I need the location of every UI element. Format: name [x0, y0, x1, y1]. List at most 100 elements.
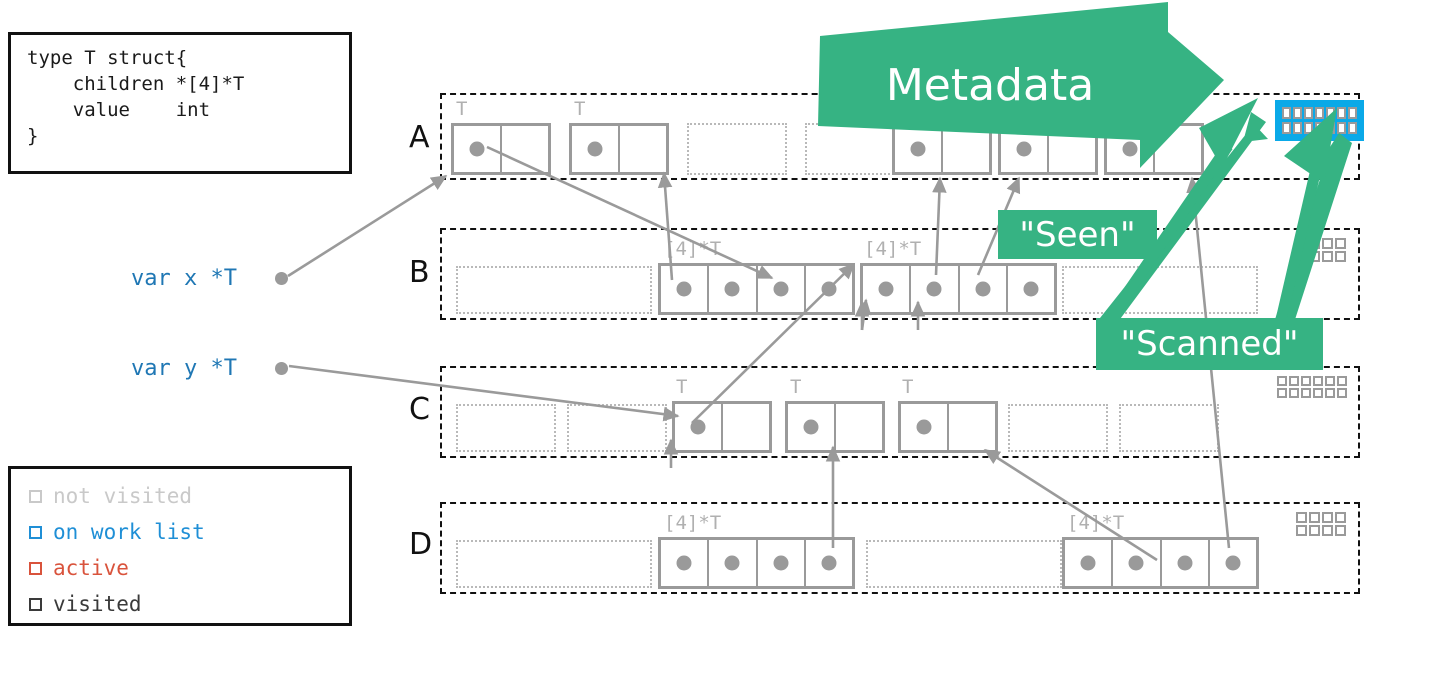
- row-b-type-label-1: [4]*T: [664, 238, 722, 260]
- metadata-cell: [1322, 251, 1333, 262]
- metadata-cell: [1301, 376, 1311, 386]
- array-b2-slot-3: [803, 266, 852, 312]
- metadata-cell: [1325, 388, 1335, 398]
- metadata-cell: [1313, 376, 1323, 386]
- array-d2[interactable]: [658, 537, 855, 589]
- object-c5[interactable]: [898, 401, 998, 453]
- variable-y-pointer-dot: [275, 362, 288, 375]
- metadata-grid-b-row2: [1296, 251, 1346, 262]
- metadata-grid-d[interactable]: [1296, 512, 1346, 536]
- type-definition-code: type T struct{ children *[4]*T value int…: [27, 47, 245, 147]
- pointer-dot: [821, 281, 837, 297]
- variable-y: var y *T: [131, 356, 237, 381]
- object-a6-field-children: [1001, 126, 1047, 172]
- metadata-cell: [1322, 238, 1333, 249]
- row-c-type-label-1: T: [676, 376, 688, 398]
- metadata-cell: [1304, 122, 1313, 134]
- metadata-grid-c-row1: [1277, 376, 1347, 386]
- metadata-grid-c-row2: [1277, 388, 1347, 398]
- metadata-cell: [1296, 525, 1307, 536]
- metadata-cell: [1337, 107, 1346, 119]
- array-d1-placeholder: [456, 540, 652, 588]
- array-b2-slot-2: [755, 266, 804, 312]
- variable-x-label: var x *T: [131, 266, 237, 291]
- metadata-cell: [1348, 107, 1357, 119]
- metadata-cell: [1315, 122, 1324, 134]
- pointer-dot: [803, 419, 819, 435]
- metadata-cell: [1348, 122, 1357, 134]
- object-c4[interactable]: [785, 401, 885, 453]
- pointer-dot: [916, 419, 932, 435]
- pointer-dot: [1016, 141, 1032, 157]
- array-d4-slot-0: [1065, 540, 1111, 586]
- object-a2-field-children: [572, 126, 618, 172]
- object-a7[interactable]: [1104, 123, 1204, 175]
- object-c3-field-children: [675, 404, 721, 450]
- object-a5[interactable]: [892, 123, 992, 175]
- array-b2[interactable]: [658, 263, 855, 315]
- metadata-cell: [1326, 122, 1335, 134]
- pointer-dot: [724, 555, 740, 571]
- metadata-cell: [1335, 238, 1346, 249]
- metadata-cell: [1289, 376, 1299, 386]
- metadata-cell: [1309, 525, 1320, 536]
- metadata-cell: [1296, 512, 1307, 523]
- variable-x: var x *T: [131, 266, 237, 291]
- row-label-b: B: [409, 255, 430, 290]
- legend-label-active: active: [53, 555, 129, 580]
- pointer-dot: [1023, 281, 1039, 297]
- array-d4-slot-3: [1207, 540, 1256, 586]
- callout-scanned: "Scanned": [1096, 318, 1323, 370]
- pointer-dot: [926, 281, 942, 297]
- object-c6-placeholder: [1008, 404, 1108, 452]
- array-d3-placeholder: [866, 540, 1062, 588]
- legend-swatch-visited: [29, 597, 42, 611]
- metadata-cell: [1282, 122, 1291, 134]
- object-a2[interactable]: [569, 123, 669, 175]
- row-label-d: D: [409, 527, 433, 562]
- row-b-type-label-2: [4]*T: [864, 238, 922, 260]
- object-a1[interactable]: [451, 123, 551, 175]
- metadata-cell: [1293, 122, 1302, 134]
- metadata-cell: [1296, 251, 1307, 262]
- metadata-grid-a[interactable]: [1275, 100, 1364, 141]
- legend-label-visited: visited: [53, 591, 142, 616]
- type-definition-box: type T struct{ children *[4]*T value int…: [8, 32, 352, 174]
- object-c5-field-children: [901, 404, 947, 450]
- object-a5-field-value: [941, 126, 989, 172]
- array-d4[interactable]: [1062, 537, 1259, 589]
- object-c5-field-value: [947, 404, 995, 450]
- metadata-cell: [1277, 388, 1287, 398]
- metadata-cell: [1296, 238, 1307, 249]
- metadata-grid-b-row1: [1296, 238, 1346, 249]
- array-b1-placeholder: [456, 266, 652, 314]
- metadata-grid-c[interactable]: [1277, 376, 1347, 398]
- object-a1-field-value: [500, 126, 548, 172]
- object-a1-field-children: [454, 126, 500, 172]
- array-b3[interactable]: [860, 263, 1057, 315]
- pointer-dot: [910, 141, 926, 157]
- pointer-dot: [690, 419, 706, 435]
- array-b3-slot-0: [863, 266, 909, 312]
- callout-scanned-label: "Scanned": [1120, 324, 1299, 364]
- metadata-cell: [1309, 238, 1320, 249]
- row-d-type-label-2: [4]*T: [1067, 512, 1125, 534]
- pointer-dot: [878, 281, 894, 297]
- array-d2-slot-1: [707, 540, 755, 586]
- metadata-grid-a-row1: [1282, 107, 1357, 119]
- row-d-type-label-1: [4]*T: [664, 512, 722, 534]
- metadata-grid-a-row2: [1282, 122, 1357, 134]
- pointer-dot: [821, 555, 837, 571]
- pointer-dot: [975, 281, 991, 297]
- legend-swatch-on-work-list: [29, 525, 42, 539]
- array-b2-slot-1: [707, 266, 755, 312]
- legend-swatch-not-visited: [29, 489, 42, 503]
- pointer-dot: [1128, 555, 1144, 571]
- object-a6[interactable]: [998, 123, 1098, 175]
- metadata-cell: [1335, 525, 1346, 536]
- array-b3-slot-2: [957, 266, 1006, 312]
- object-c3[interactable]: [672, 401, 772, 453]
- metadata-grid-b[interactable]: [1296, 238, 1346, 262]
- metadata-cell: [1313, 388, 1323, 398]
- metadata-cell: [1326, 107, 1335, 119]
